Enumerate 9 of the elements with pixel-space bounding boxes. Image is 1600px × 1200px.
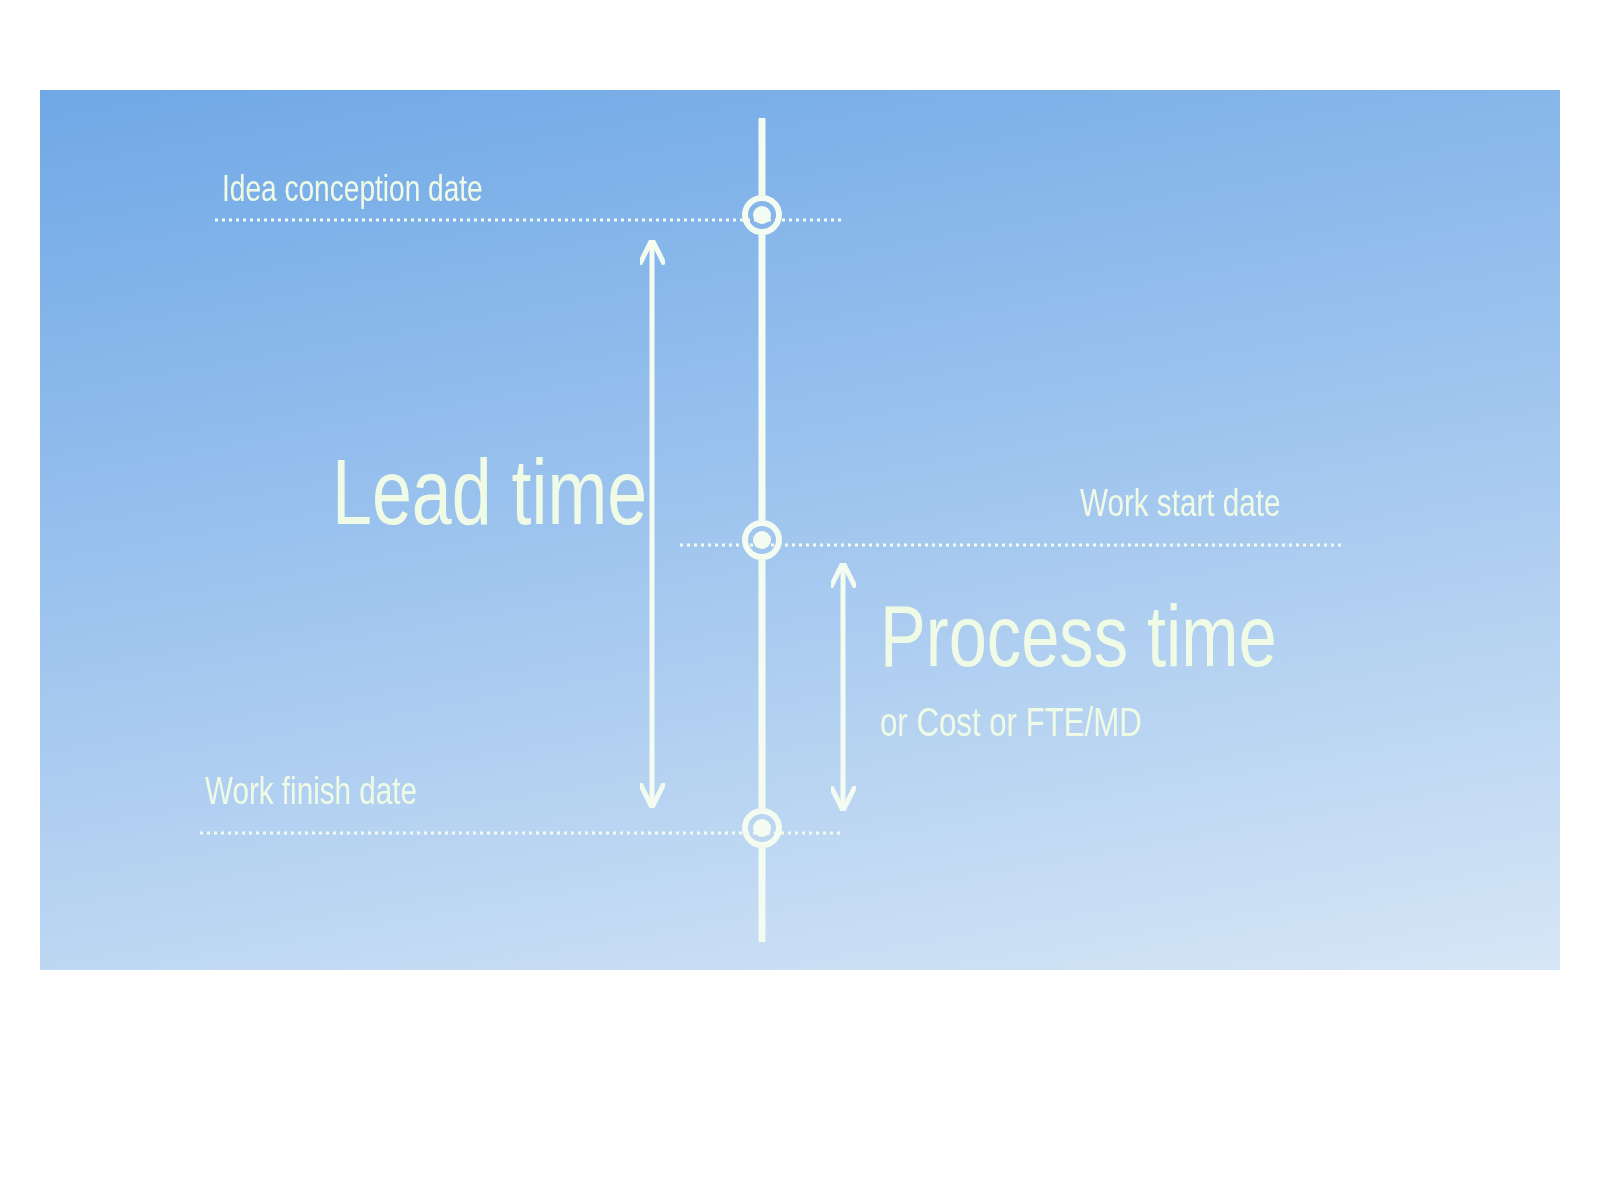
date-label: Work start date	[1080, 482, 1281, 525]
timeline-marker	[740, 806, 784, 850]
date-label: Idea conception date	[222, 168, 483, 210]
lead-time-label: Lead time	[332, 440, 648, 545]
date-label: Work finish date	[205, 770, 417, 813]
process-time-label: Process time	[880, 585, 1277, 687]
timeline-marker	[740, 193, 784, 237]
note-text: or Cost or FTE/MD	[880, 700, 1142, 745]
timeline-marker	[740, 518, 784, 562]
